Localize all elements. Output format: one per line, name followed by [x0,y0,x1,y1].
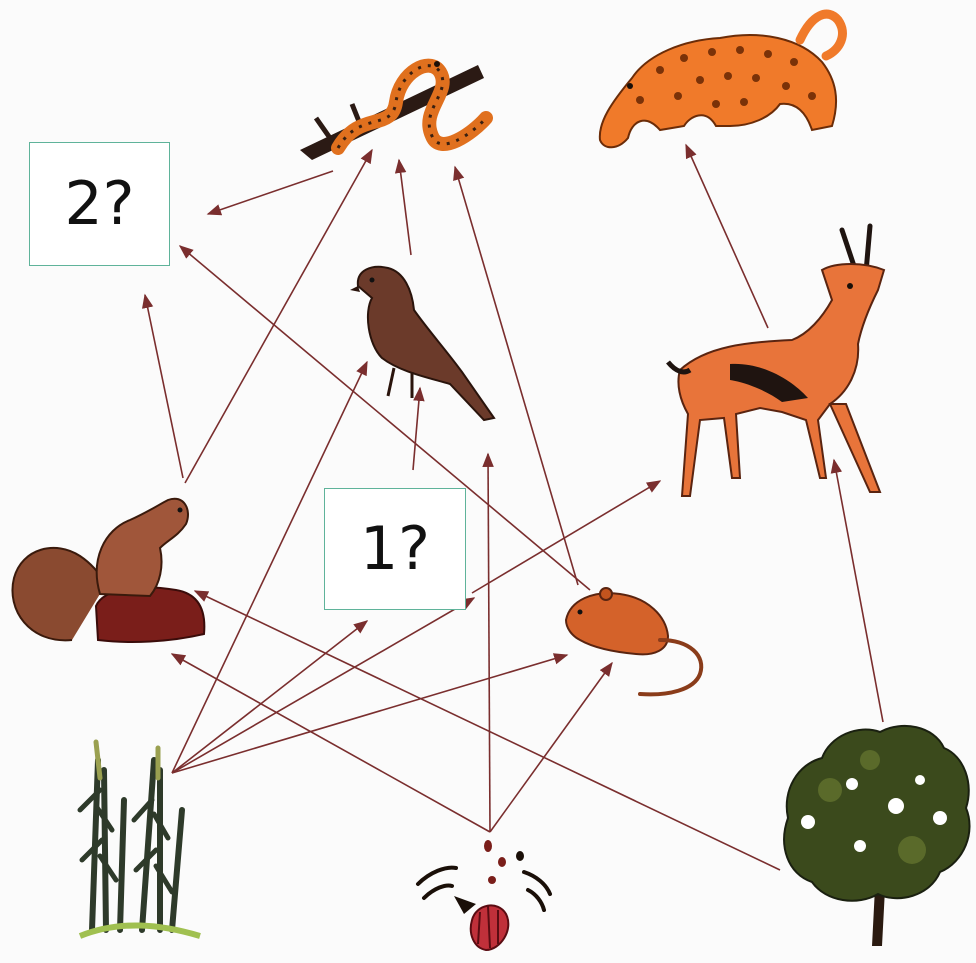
rat-icon [566,588,701,694]
arrow-squirrel-to-2 [145,295,183,478]
arrow-1-to-bird [413,388,420,470]
leopard-icon [600,14,843,147]
unknown-organism-box-2: 2? [29,142,170,266]
arrow-bird-to-snake [399,160,411,255]
arrow-rat-to-snake [455,167,578,585]
arrow-snake-to-2 [208,171,333,214]
arrow-tree-to-deer [834,460,883,722]
seeds-icon [418,840,550,950]
arrow-seeds-to-rat [490,663,612,832]
arrow-wheat-to-1 [172,621,367,773]
arrow-squirrel-to-snake [185,150,372,483]
snake-icon [300,61,486,160]
arrow-deer-to-leopard [686,145,768,328]
tree-icon [784,726,969,946]
unknown-organism-label-1: 1? [360,514,430,584]
food-web-arrows [145,145,883,870]
arrow-seeds-to-bird [488,454,490,832]
bird-icon [350,267,494,420]
squirrel-icon [12,499,204,642]
arrow-tree-to-squirrel [195,591,780,870]
arrow-1-to-deer [472,481,660,593]
arrow-wheat-to-rat [172,655,567,773]
unknown-organism-box-1: 1? [324,488,466,610]
unknown-organism-label-2: 2? [64,169,134,239]
deer-icon [668,226,884,496]
arrow-wheat-to-deer [172,598,474,773]
wheat-icon [80,742,200,936]
